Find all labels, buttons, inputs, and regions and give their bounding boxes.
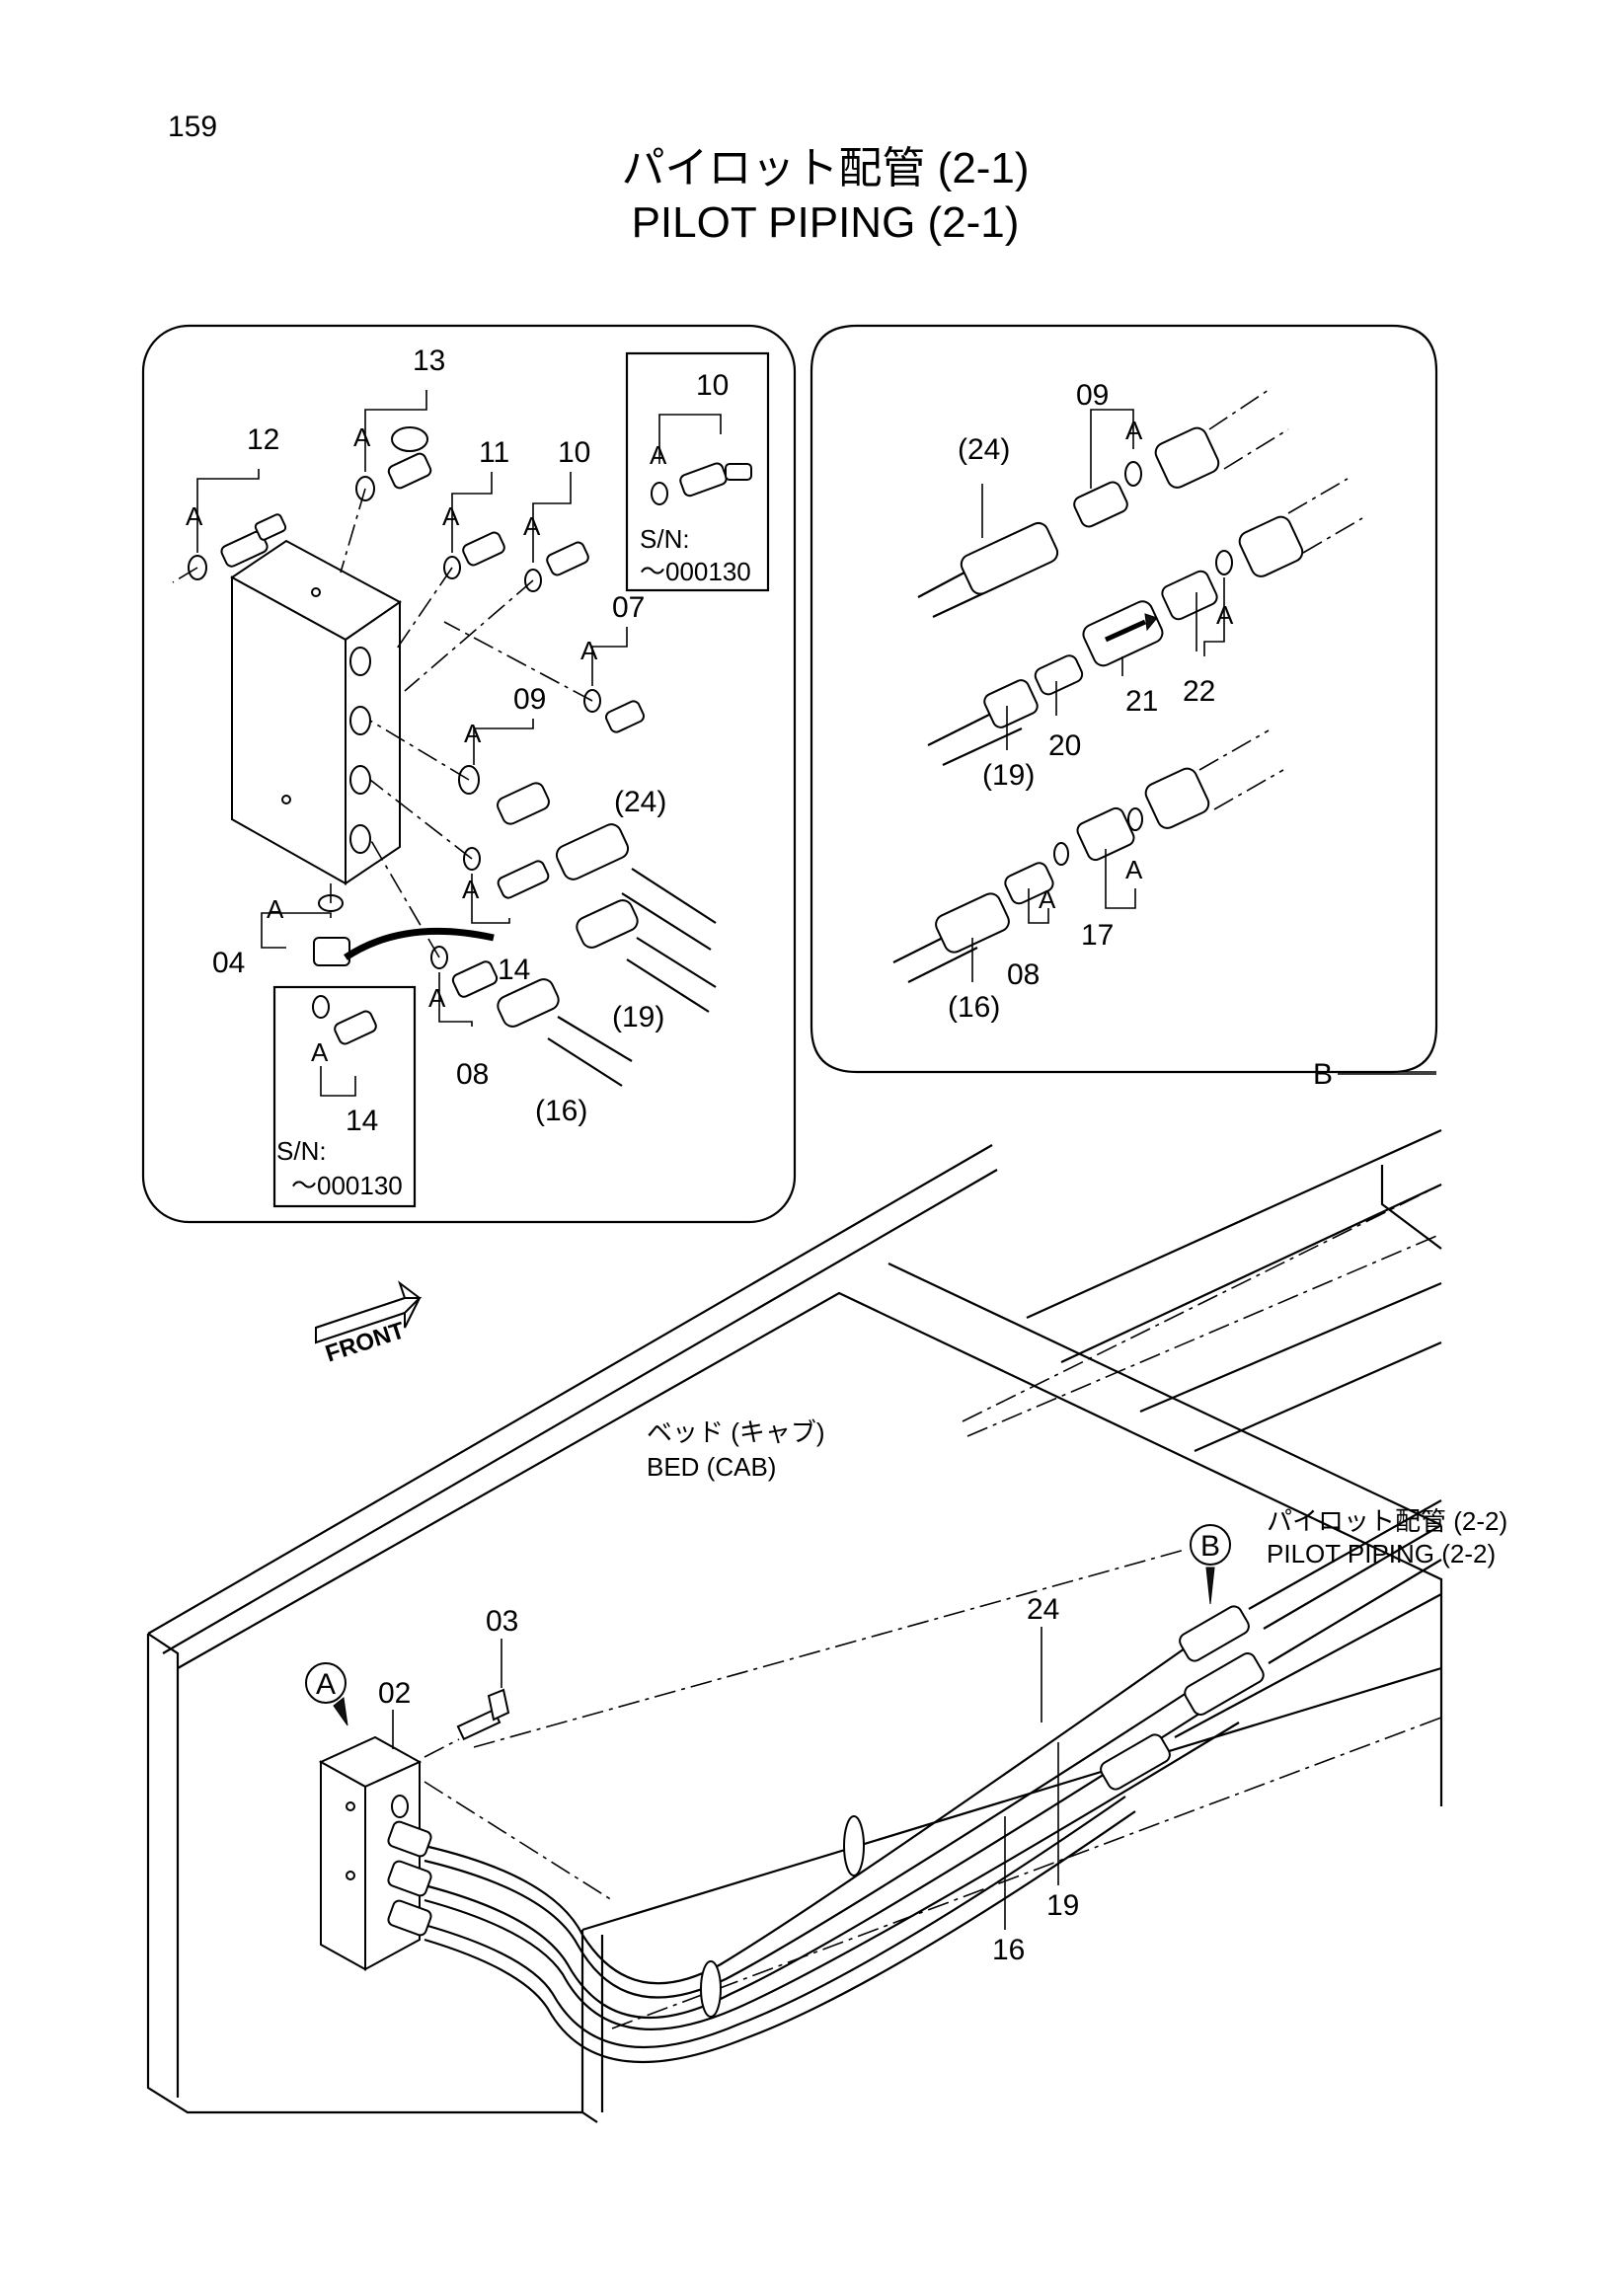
hose-24-left	[555, 823, 717, 951]
a-mark: A	[1039, 884, 1056, 914]
label-16: (16)	[535, 1095, 587, 1127]
svg-text:～000130: ～000130	[291, 1171, 403, 1200]
a-mark: A	[428, 983, 446, 1013]
fitting-07	[583, 689, 645, 733]
inset-right: B	[810, 324, 1438, 1091]
label-19: (19)	[982, 759, 1035, 792]
label-13: 13	[413, 344, 445, 377]
fitting-10	[524, 541, 589, 592]
svg-text:10: 10	[696, 369, 729, 402]
manifold-block	[230, 539, 402, 885]
bed-label-jp: ベッド (キャブ)	[647, 1417, 825, 1447]
row1-hose-24	[917, 389, 1289, 618]
a-mark: A	[1125, 855, 1143, 884]
label-22: 22	[1183, 675, 1215, 708]
row3-hose-16	[892, 729, 1284, 983]
hose-16-left	[497, 978, 633, 1087]
svg-text:A: A	[650, 440, 667, 470]
label-07: 07	[612, 591, 645, 624]
hose-19-left	[576, 899, 717, 1013]
label-16: (16)	[948, 991, 1000, 1024]
hose-ends-block	[387, 1820, 432, 1937]
fitting-11	[443, 531, 505, 579]
title-japanese: パイロット配管 (2-1)	[621, 144, 1029, 192]
label-08: 08	[1007, 958, 1040, 991]
callout-a: A	[305, 1662, 348, 1726]
inset-left-centerlines	[172, 488, 593, 958]
a-mark: A	[1125, 416, 1143, 445]
label-21: 21	[1125, 685, 1158, 718]
bed-centerlines	[424, 1184, 1442, 2029]
inset-left-frame	[141, 324, 797, 1224]
bed-label-en: BED (CAB)	[647, 1452, 776, 1482]
pilot-hose-curve	[344, 927, 495, 960]
ref-label-en: PILOT PIPING (2-2)	[1267, 1539, 1496, 1569]
a-mark: A	[186, 501, 203, 531]
ref-b: B	[1313, 1058, 1333, 1091]
svg-text:S/N:: S/N:	[640, 524, 690, 554]
svg-text:A: A	[316, 1668, 336, 1701]
label-24: (24)	[958, 433, 1010, 466]
fitting-13	[355, 426, 432, 501]
sn-box-bottom: A 14 S/N: ～000130	[272, 985, 417, 1208]
label-12: 12	[247, 423, 279, 456]
label-04: 04	[212, 947, 245, 979]
a-mark: A	[267, 894, 284, 924]
title-english: PILOT PIPING (2-1)	[632, 198, 1020, 247]
label-09: 09	[1076, 379, 1109, 412]
sn-box-top: 10 A S/N: ～000130	[625, 351, 770, 592]
ref-label-jp: パイロット配管 (2-2)	[1267, 1506, 1507, 1536]
label-24: 24	[1027, 1593, 1059, 1626]
label-03: 03	[486, 1605, 518, 1638]
a-mark: A	[1216, 600, 1234, 630]
main-bed-view: FRONT	[146, 1128, 1507, 2123]
fitting-09-left	[458, 765, 550, 825]
fitting-14-tee	[463, 847, 550, 899]
svg-text:～000130: ～000130	[640, 557, 751, 586]
label-10: 10	[558, 436, 590, 469]
inset-right-frame	[810, 324, 1438, 1074]
a-mark: A	[442, 501, 460, 531]
label-17: 17	[1081, 919, 1114, 952]
page-number: 159	[168, 111, 217, 143]
label-19: 19	[1046, 1889, 1079, 1922]
connector-block-02	[318, 1735, 423, 1971]
svg-text:S/N:: S/N:	[276, 1136, 327, 1166]
label-20: 20	[1048, 729, 1081, 762]
label-19: (19)	[612, 1001, 664, 1033]
svg-text:B: B	[1200, 1530, 1220, 1563]
hose-clamp	[700, 1960, 722, 2018]
couplings-far-end	[1100, 1499, 1442, 1791]
hose-bundle	[424, 1647, 1240, 2064]
callout-b: B	[1190, 1524, 1231, 1605]
label-14: 14	[498, 954, 530, 986]
front-arrow-icon: FRONT	[315, 1280, 423, 1368]
label-11: 11	[479, 436, 509, 469]
svg-text:14: 14	[346, 1105, 378, 1137]
label-09: 09	[513, 683, 546, 716]
a-mark: A	[580, 636, 598, 665]
label-02: 02	[378, 1677, 411, 1710]
a-mark: A	[523, 511, 541, 541]
a-mark: A	[462, 875, 480, 904]
svg-text:A: A	[311, 1037, 329, 1067]
label-08: 08	[456, 1058, 489, 1091]
inset-left-leaders	[196, 390, 628, 1027]
fitting-12	[188, 513, 287, 580]
label-16: 16	[992, 1934, 1025, 1966]
row2-hose-19	[927, 478, 1363, 766]
a-mark: A	[353, 422, 371, 452]
inset-right-leaders	[971, 409, 1225, 982]
hose-clamp	[843, 1815, 865, 1876]
bolt-03	[424, 1688, 510, 1758]
label-24: (24)	[614, 786, 666, 818]
inset-left: A A A A A A A A A 13 12 11 10 07 09 (24)…	[141, 324, 797, 1224]
bed-outline	[146, 1128, 1443, 2123]
a-mark: A	[464, 719, 482, 748]
